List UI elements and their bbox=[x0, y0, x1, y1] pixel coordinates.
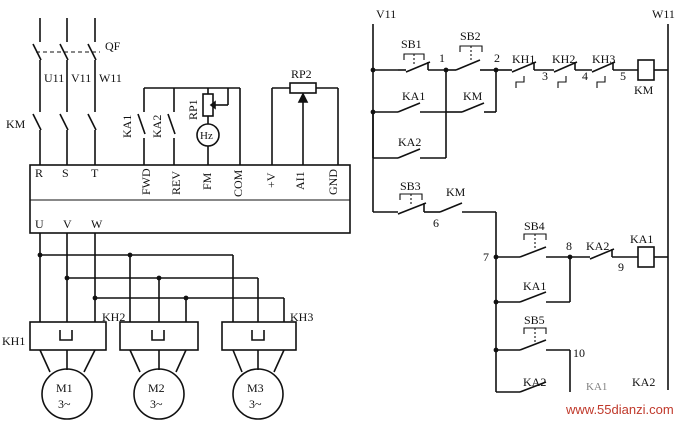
ka1-bottom-label: KA1 bbox=[586, 381, 607, 393]
rung-1: SB1 1 SB2 2 KH1 3 KH2 bbox=[370, 29, 668, 97]
kh2-nc-label: KH2 bbox=[552, 52, 575, 66]
km-coil bbox=[637, 59, 655, 81]
terminal-plus-v: +V bbox=[264, 172, 278, 188]
terminal-w: W bbox=[91, 217, 103, 231]
watermark: www.55dianzi.com bbox=[565, 402, 674, 417]
m1-label: M1 bbox=[56, 381, 73, 395]
ctrl-w11-label: W11 bbox=[652, 7, 675, 21]
terminal-s: S bbox=[62, 166, 69, 180]
terminal-rev: REV bbox=[169, 171, 183, 195]
m1-type: 3~ bbox=[58, 397, 71, 411]
power-circuit: QF U11 V11 W11 KM R S T FWD REV FM COM +… bbox=[2, 18, 351, 420]
ka2-par-label: KA2 bbox=[398, 135, 421, 149]
kh1-label: KH1 bbox=[2, 334, 25, 348]
terminal-t: T bbox=[91, 166, 99, 180]
m2-label: M2 bbox=[148, 381, 165, 395]
node-10: 10 bbox=[573, 346, 585, 360]
kh2-thermal-relay: KH2 bbox=[102, 310, 199, 351]
rp1-label: RP1 bbox=[186, 99, 200, 120]
kh1-nc-label: KH1 bbox=[512, 52, 535, 66]
rung-sb3: SB3 6 KM bbox=[373, 179, 497, 392]
kh1-thermal-relay: KH1 bbox=[2, 321, 107, 351]
ka2-contact-label: KA2 bbox=[150, 115, 164, 138]
rp2-label: RP2 bbox=[291, 67, 312, 81]
ka1-par-label: KA1 bbox=[402, 89, 425, 103]
sb4-label: SB4 bbox=[524, 219, 545, 233]
ka2-coil-label: KA2 bbox=[632, 375, 655, 389]
rung-ka2: KA2 KA1 KA2 bbox=[496, 375, 655, 393]
ka1-hold-contact: KA1 bbox=[493, 257, 571, 305]
terminal-com: COM bbox=[231, 169, 245, 197]
kh3-thermal-relay: KH3 bbox=[221, 310, 313, 351]
control-circuit: V11 W11 SB1 1 SB2 2 bbox=[370, 7, 675, 417]
kh3-label: KH3 bbox=[290, 310, 313, 324]
w11-label: W11 bbox=[99, 71, 122, 85]
ka1-hold-label: KA1 bbox=[523, 279, 546, 293]
node-1: 1 bbox=[439, 51, 445, 65]
node-4: 4 bbox=[582, 69, 588, 83]
km-coil-label: KM bbox=[634, 83, 654, 97]
qf-label: QF bbox=[105, 39, 121, 53]
ka1-coil bbox=[637, 246, 655, 268]
km-hold-label: KM bbox=[463, 89, 483, 103]
node-2: 2 bbox=[494, 51, 500, 65]
sb1-label: SB1 bbox=[401, 37, 422, 51]
terminal-gnd: GND bbox=[326, 169, 340, 195]
kh2-label: KH2 bbox=[102, 310, 125, 324]
node-5: 5 bbox=[620, 69, 626, 83]
ka2-parallel-contact: KA2 bbox=[372, 112, 447, 159]
terminal-fm: FM bbox=[200, 172, 214, 190]
inverter-box bbox=[29, 164, 351, 234]
km-holding-contact: KM bbox=[446, 70, 497, 113]
ka1-parallel-contact: KA1 bbox=[370, 70, 447, 115]
rp2-potentiometer: RP2 bbox=[271, 67, 339, 165]
ka2-nc-label: KA2 bbox=[586, 239, 609, 253]
ka1-coil-label: KA1 bbox=[630, 232, 653, 246]
terminal-v: V bbox=[63, 217, 72, 231]
node-9: 9 bbox=[618, 260, 624, 274]
hz-meter: Hz bbox=[196, 123, 220, 147]
motor-m1: M1 3~ bbox=[41, 368, 93, 420]
sb2-label: SB2 bbox=[460, 29, 481, 43]
km-main-contacts: KM bbox=[6, 113, 97, 131]
rung-sb5: SB5 10 bbox=[493, 313, 585, 392]
node-7: 7 bbox=[483, 250, 489, 264]
node-8: 8 bbox=[566, 239, 572, 253]
km-main-label: KM bbox=[6, 117, 26, 131]
terminal-u: U bbox=[35, 217, 44, 231]
motor-m3: M3 3~ bbox=[232, 368, 284, 420]
terminal-fwd: FWD bbox=[139, 168, 153, 195]
ka1-contact-label: KA1 bbox=[120, 115, 134, 138]
qf-breaker: QF bbox=[32, 39, 121, 61]
node-3: 3 bbox=[542, 69, 548, 83]
node-6: 6 bbox=[433, 216, 439, 230]
sb5-label: SB5 bbox=[524, 313, 545, 327]
m3-type: 3~ bbox=[249, 397, 262, 411]
sb3-label: SB3 bbox=[400, 179, 421, 193]
terminal-ai1: AI1 bbox=[293, 171, 307, 190]
m3-label: M3 bbox=[247, 381, 264, 395]
hz-label: Hz bbox=[200, 130, 213, 142]
km-sb3-label: KM bbox=[446, 185, 466, 199]
rp1-potentiometer: RP1 bbox=[186, 88, 229, 124]
ctrl-v11-label: V11 bbox=[376, 7, 396, 21]
terminal-r: R bbox=[35, 166, 43, 180]
rung-ka1: 7 SB4 8 KA2 9 KA1 bbox=[483, 219, 668, 274]
v11-label: V11 bbox=[71, 71, 91, 85]
u11-label: U11 bbox=[44, 71, 64, 85]
ka2-bottom-label: KA2 bbox=[523, 375, 546, 389]
motor-m2: M2 3~ bbox=[133, 368, 185, 420]
m2-type: 3~ bbox=[150, 397, 163, 411]
kh3-nc-label: KH3 bbox=[592, 52, 615, 66]
